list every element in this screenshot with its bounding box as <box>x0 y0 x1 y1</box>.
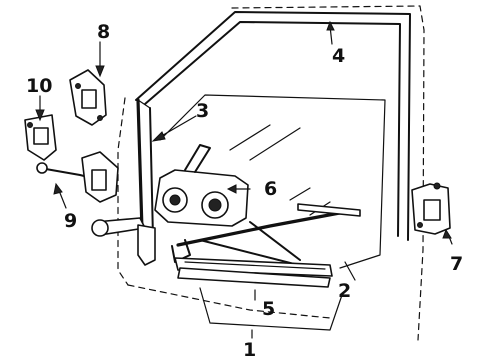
hinge-left <box>24 114 57 161</box>
run-channel <box>136 98 154 239</box>
callout-5: 5 <box>262 298 275 320</box>
callout-1: 1 <box>243 339 256 360</box>
window-glass <box>135 11 411 269</box>
callout-9: 9 <box>64 210 77 232</box>
window-regulator <box>154 144 249 263</box>
leader-lines <box>35 20 453 339</box>
check-link <box>36 151 119 203</box>
lower-channel <box>174 257 333 288</box>
door-latch <box>411 182 451 235</box>
crank-handle <box>91 217 156 266</box>
callout-10: 10 <box>26 75 52 97</box>
callout-6: 6 <box>264 178 277 200</box>
callout-2: 2 <box>338 280 351 302</box>
callout-labels: 1 2 3 4 5 6 7 8 9 10 <box>26 21 463 360</box>
hinge-upper <box>69 69 107 126</box>
callout-3: 3 <box>196 100 209 122</box>
door-outline <box>117 5 425 341</box>
callout-7: 7 <box>450 253 463 275</box>
callout-8: 8 <box>97 21 110 43</box>
callout-4: 4 <box>332 45 345 67</box>
